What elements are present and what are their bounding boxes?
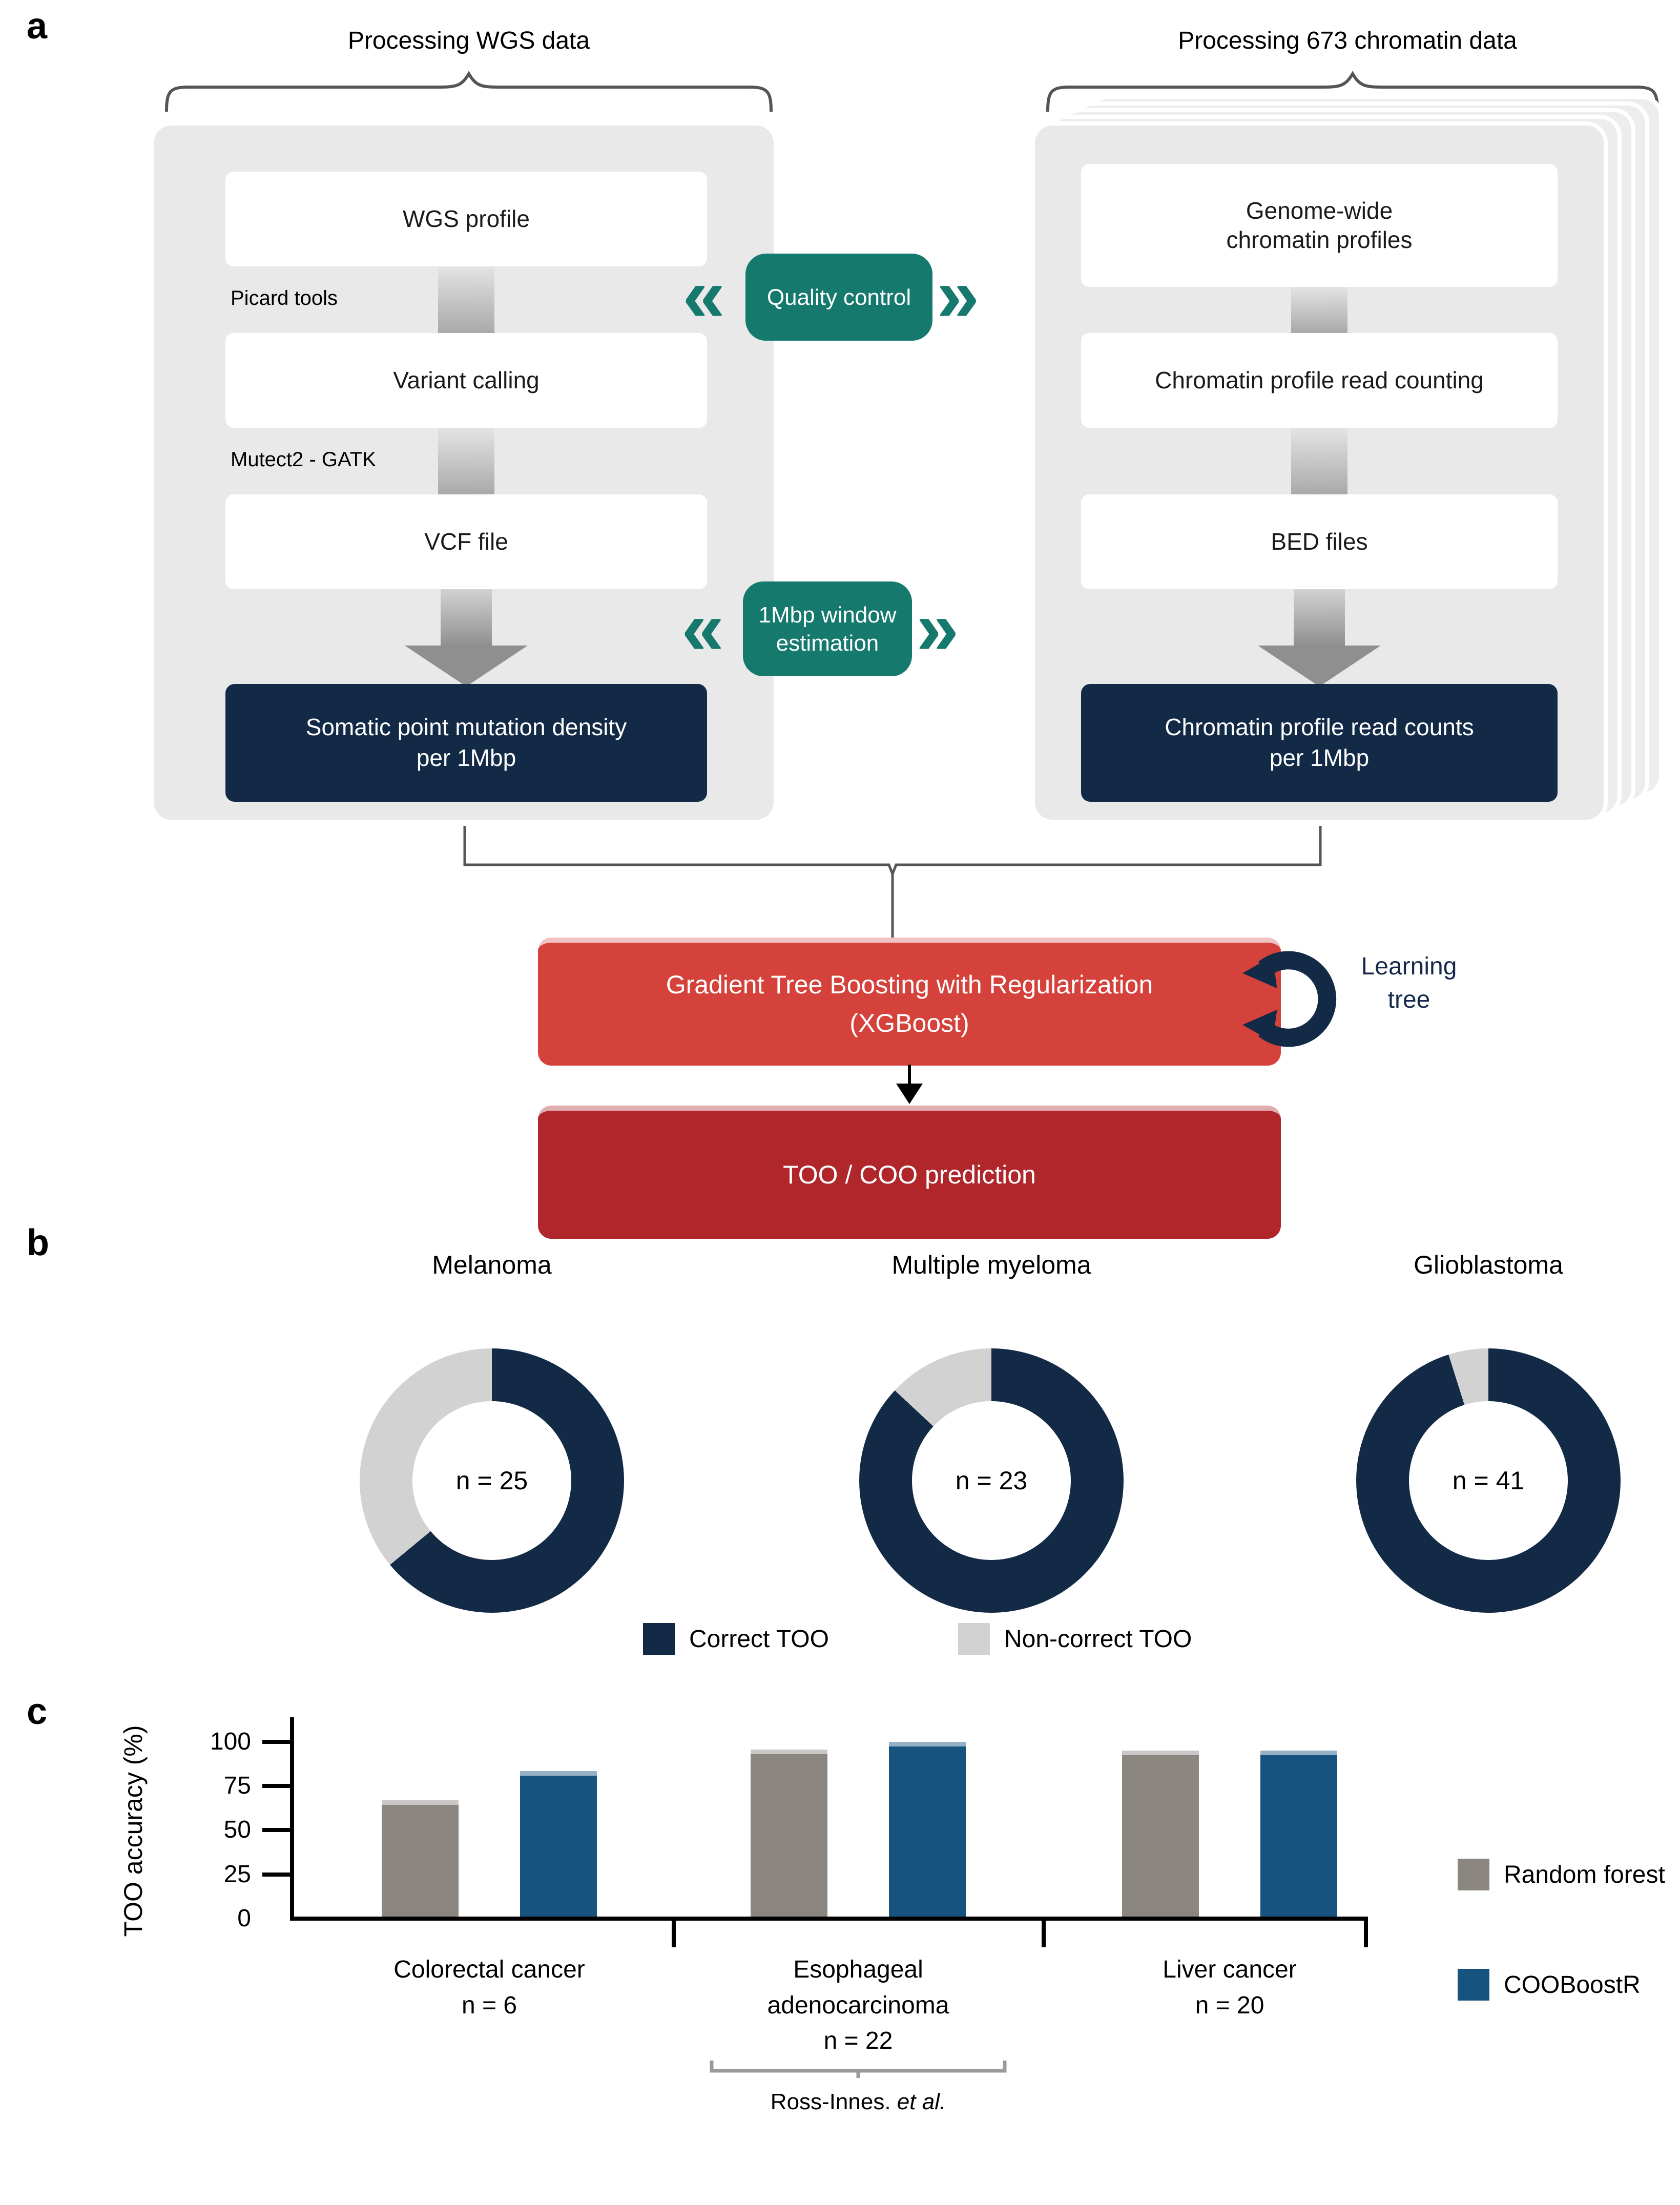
bar-cooboostr-esophageal xyxy=(889,1742,966,1917)
left-column-title: Processing WGS data xyxy=(347,27,590,54)
picard-tools-label: Picard tools xyxy=(231,287,338,309)
bar-rf-colorectal xyxy=(382,1800,459,1917)
y-axis-title: TOO accuracy (%) xyxy=(119,1725,148,1937)
result-box-read-counts: Chromatin profile read counts per 1Mbp xyxy=(1081,684,1558,802)
y-tick-label: 25 xyxy=(223,1861,251,1888)
left-connector-1 xyxy=(438,266,494,333)
donut-chart-melanoma: n = 25 xyxy=(360,1348,624,1613)
learning-tree-label: Learning tree xyxy=(1361,953,1457,1013)
prediction-box: TOO / COO prediction xyxy=(538,1106,1281,1239)
x-tick xyxy=(1364,1917,1368,1947)
left-brace xyxy=(165,71,773,112)
chevron-left-icon: « xyxy=(682,252,725,338)
bar-rf-esophageal xyxy=(751,1750,827,1917)
flow-box-bed-files: BED files xyxy=(1081,494,1558,589)
flow-box-variant-calling: Variant calling xyxy=(225,333,707,428)
right-connector-2 xyxy=(1291,428,1347,494)
y-tick-label: 100 xyxy=(210,1728,251,1755)
left-connector-2 xyxy=(438,428,494,494)
xgboost-box: Gradient Tree Boosting with Regularizati… xyxy=(538,938,1281,1066)
right-column-title: Processing 673 chromatin data xyxy=(1178,27,1517,54)
correct-too-swatch xyxy=(643,1623,675,1655)
flow-box-read-counting: Chromatin profile read counting xyxy=(1081,333,1558,428)
y-tick xyxy=(262,1828,293,1832)
bar-cooboostr-liver xyxy=(1260,1751,1337,1917)
bar-rf-liver xyxy=(1122,1751,1199,1917)
window-estimation-box: 1Mbp window estimation xyxy=(743,581,912,676)
mutect2-gatk-label: Mutect2 - GATK xyxy=(231,448,376,471)
x-tick xyxy=(1042,1917,1046,1947)
donut-title-glioblastoma: Glioblastoma xyxy=(1414,1251,1563,1279)
donut-chart-glioblastoma: n = 41 xyxy=(1356,1348,1621,1613)
y-tick-label: 75 xyxy=(223,1772,251,1799)
flow-box-wgs-profile: WGS profile xyxy=(225,172,707,266)
y-tick xyxy=(262,1873,293,1877)
panel-c-label: c xyxy=(27,1691,48,1732)
y-tick xyxy=(262,1784,293,1788)
flow-box-vcf-file: VCF file xyxy=(225,494,707,589)
quality-control-box: Quality control xyxy=(745,254,932,341)
merge-bracket xyxy=(463,826,1322,940)
x-label-esophageal: Esophageal adenocarcinoma n = 22 xyxy=(767,1956,949,2055)
correct-too-legend: Correct TOO xyxy=(689,1626,829,1653)
donut-n-label: n = 41 xyxy=(1409,1401,1568,1560)
right-arrow-shaft xyxy=(1294,589,1345,647)
learning-loop-icon xyxy=(1242,951,1337,1047)
down-arrow-icon xyxy=(896,1084,923,1104)
bar-cooboostr-colorectal xyxy=(520,1771,597,1917)
random-forest-swatch xyxy=(1458,1859,1489,1890)
chevron-right-icon: » xyxy=(937,252,980,338)
y-tick-label: 50 xyxy=(223,1816,251,1843)
panel-a-label: a xyxy=(27,6,48,47)
x-label-colorectal: Colorectal cancer n = 6 xyxy=(393,1956,585,2019)
donut-title-melanoma: Melanoma xyxy=(432,1251,552,1279)
donut-n-label: n = 25 xyxy=(412,1401,571,1560)
right-arrow-head-icon xyxy=(1258,646,1381,687)
random-forest-legend: Random forest xyxy=(1504,1861,1665,1888)
chevron-right-icon: » xyxy=(916,585,959,671)
result-box-mutation-density: Somatic point mutation density per 1Mbp xyxy=(225,684,707,802)
non-correct-too-legend: Non-correct TOO xyxy=(1004,1626,1192,1653)
right-brace xyxy=(1046,71,1659,112)
donut-chart-myeloma: n = 23 xyxy=(859,1348,1124,1613)
non-correct-too-swatch xyxy=(958,1623,990,1655)
x-tick xyxy=(672,1917,676,1947)
panel-b-label: b xyxy=(27,1222,49,1263)
ross-innes-label: Ross-Innes. et al. xyxy=(770,2089,946,2114)
x-label-liver: Liver cancer n = 20 xyxy=(1163,1956,1297,2019)
cooboostr-swatch xyxy=(1458,1969,1489,2001)
chevron-left-icon: « xyxy=(681,585,724,671)
y-tick xyxy=(262,1740,293,1744)
left-arrow-head-icon xyxy=(405,646,528,687)
donut-title-myeloma: Multiple myeloma xyxy=(891,1251,1091,1279)
flow-box-genome-wide-profiles: Genome-wide chromatin profiles xyxy=(1081,164,1558,287)
down-arrow-line xyxy=(908,1065,911,1086)
right-connector-1 xyxy=(1291,287,1347,333)
bar-plot-area xyxy=(290,1742,1368,1917)
donut-n-label: n = 23 xyxy=(912,1401,1071,1560)
ref-bracket xyxy=(710,2061,1007,2078)
y-axis-line xyxy=(290,1717,294,1921)
cooboostr-legend: COOBoostR xyxy=(1504,1971,1641,1999)
left-arrow-shaft xyxy=(441,589,492,647)
x-axis-line xyxy=(290,1917,1368,1921)
y-tick-label: 0 xyxy=(237,1905,251,1932)
